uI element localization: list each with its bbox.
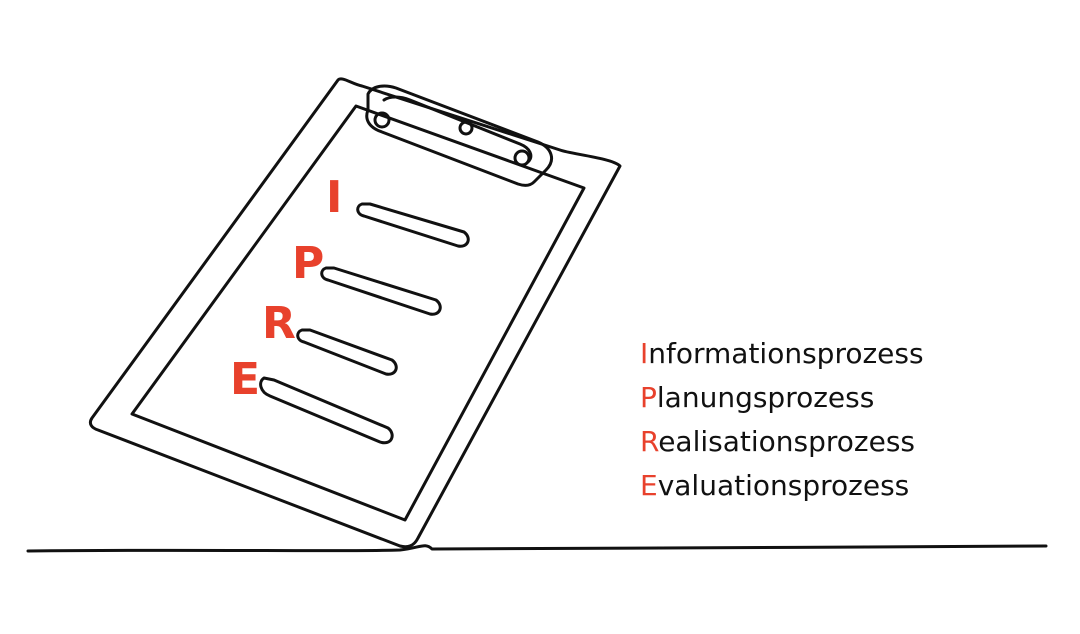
checklist-bar-3 [296,328,398,376]
clipboard-letter-i: I [326,172,342,223]
legend-text: nformationsprozess [648,337,924,370]
clipboard-letter-p: P [292,238,324,289]
legend-item-information: Informationsprozess [640,332,924,376]
checklist-bar-4 [259,376,394,445]
clipboard-board [88,77,622,549]
legend-initial: R [640,425,659,458]
ground-line [26,544,1048,553]
checklist-bar-1 [356,202,470,248]
legend-text: valuationsprozess [657,469,910,502]
legend-item-realisation: Realisationsprozess [640,420,924,464]
clipboard-paper [130,104,586,522]
clipboard-letter-e: E [230,354,260,405]
legend-item-planning: Planungsprozess [640,376,924,420]
checklist-bar-2 [320,266,442,316]
clipboard-letter-r: R [262,298,296,349]
legend-item-evaluation: Evaluationsprozess [640,464,924,508]
legend-text: lanungsprozess [656,381,875,414]
legend-text: ealisationsprozess [658,425,916,458]
legend-initial: I [640,337,649,370]
clipboard-clip [365,84,554,187]
process-legend: Informationsprozess Planungsprozess Real… [640,332,924,508]
legend-initial: E [640,469,658,502]
legend-initial: P [640,381,657,414]
